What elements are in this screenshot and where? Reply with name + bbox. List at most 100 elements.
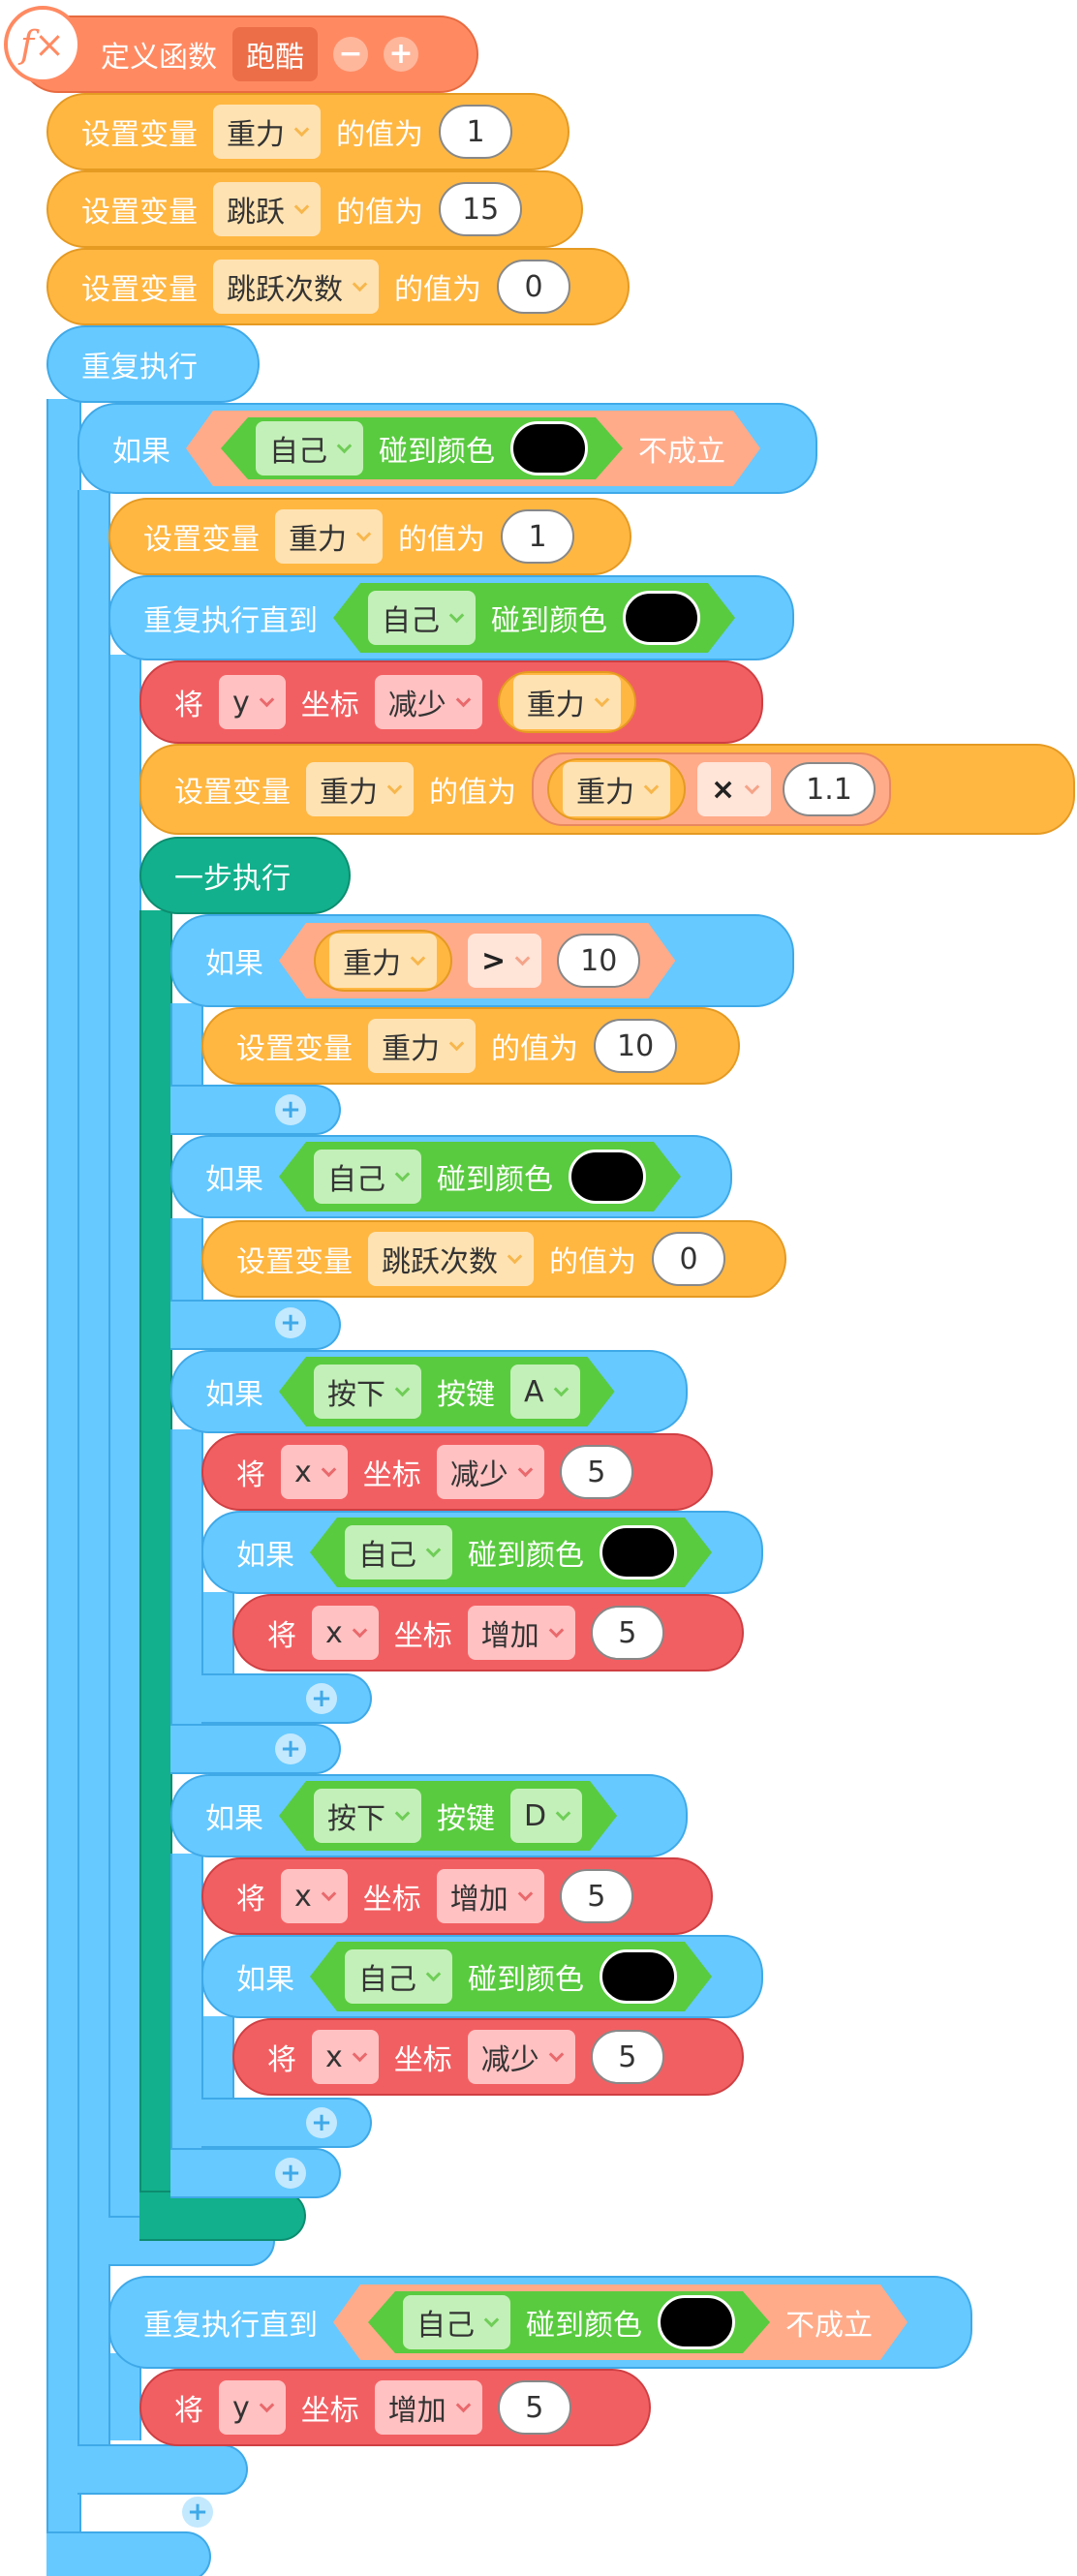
- variable-dropdown[interactable]: 重力: [213, 105, 321, 159]
- touch-color-condition[interactable]: 自己 碰到颜色: [279, 1142, 681, 1211]
- value-input[interactable]: 15: [439, 182, 523, 236]
- not-operator[interactable]: 自己 碰到颜色 不成立: [186, 411, 760, 486]
- variable-reporter[interactable]: 重力: [314, 930, 452, 992]
- set-variable-block[interactable]: 设置变量 跳跃 的值为 15: [46, 170, 583, 248]
- add-block-icon[interactable]: +: [275, 1307, 306, 1338]
- greater-than-operator[interactable]: 重力 > 10: [279, 923, 675, 998]
- atomic-block[interactable]: 一步执行: [139, 837, 351, 914]
- set-variable-block[interactable]: 设置变量 重力 的值为 重力 × 1.1: [139, 744, 1075, 835]
- axis-dropdown[interactable]: x: [281, 1869, 348, 1923]
- set-variable-block[interactable]: 设置变量 重力 的值为 1: [108, 498, 631, 575]
- value-input[interactable]: 1: [501, 509, 574, 564]
- if-block[interactable]: 如果 自己 碰到颜色 不成立: [77, 403, 817, 494]
- sprite-dropdown[interactable]: 自己: [256, 421, 363, 475]
- key-dropdown[interactable]: A: [510, 1365, 580, 1419]
- touch-color-condition[interactable]: 自己 碰到颜色: [310, 1518, 712, 1587]
- add-block-icon[interactable]: +: [275, 1733, 306, 1764]
- change-coordinate-block[interactable]: 将 x 坐标 减少 5: [201, 1433, 713, 1511]
- not-operator[interactable]: 自己 碰到颜色 不成立: [333, 2285, 908, 2360]
- minus-icon[interactable]: −: [333, 37, 368, 72]
- set-variable-block[interactable]: 设置变量 跳跃次数 的值为 0: [46, 248, 630, 325]
- change-coordinate-block[interactable]: 将 y 坐标 减少 重力: [139, 660, 763, 744]
- press-dropdown[interactable]: 按下: [314, 1789, 421, 1843]
- value-input[interactable]: 5: [559, 1869, 633, 1923]
- set-variable-block[interactable]: 设置变量 跳跃次数 的值为 0: [201, 1220, 786, 1298]
- axis-dropdown[interactable]: y: [219, 675, 286, 729]
- value-input[interactable]: 10: [594, 1019, 678, 1073]
- axis-dropdown[interactable]: x: [312, 1606, 379, 1660]
- function-name[interactable]: 跑酷: [232, 27, 318, 81]
- forever-block[interactable]: 重复执行: [46, 325, 260, 403]
- if-block[interactable]: 如果 按下 按键 A: [170, 1350, 688, 1433]
- color-swatch[interactable]: [510, 421, 588, 475]
- change-direction-dropdown[interactable]: 减少: [436, 1445, 544, 1499]
- variable-dropdown[interactable]: 跳跃次数: [368, 1232, 534, 1286]
- variable-dropdown[interactable]: 跳跃次数: [213, 260, 379, 314]
- axis-dropdown[interactable]: x: [281, 1445, 348, 1499]
- color-swatch[interactable]: [600, 1949, 677, 2004]
- touch-color-condition[interactable]: 自己 碰到颜色: [221, 417, 623, 479]
- if-block[interactable]: 如果 自己 碰到颜色: [201, 1935, 763, 2018]
- add-block-icon[interactable]: +: [306, 1683, 337, 1714]
- define-function-block[interactable]: 定义函数 跑酷 − +: [19, 15, 478, 93]
- value-input[interactable]: 5: [590, 2030, 664, 2084]
- variable-dropdown[interactable]: 重力: [329, 934, 437, 988]
- set-variable-block[interactable]: 设置变量 重力 的值为 10: [201, 1007, 740, 1085]
- add-block-icon[interactable]: +: [275, 2158, 306, 2189]
- if-block[interactable]: 如果 按下 按键 D: [170, 1774, 688, 1857]
- sprite-dropdown[interactable]: 自己: [345, 1525, 452, 1579]
- color-swatch[interactable]: [658, 2295, 735, 2349]
- variable-dropdown[interactable]: 重力: [563, 762, 670, 816]
- sprite-dropdown[interactable]: 自己: [314, 1150, 421, 1204]
- operator-dropdown[interactable]: ×: [697, 762, 772, 816]
- change-direction-dropdown[interactable]: 增加: [467, 1606, 575, 1660]
- key-pressed-condition[interactable]: 按下 按键 A: [279, 1357, 615, 1426]
- color-swatch[interactable]: [569, 1150, 646, 1204]
- change-coordinate-block[interactable]: 将 x 坐标 减少 5: [232, 2018, 744, 2096]
- variable-reporter[interactable]: 重力: [497, 671, 636, 733]
- add-block-icon[interactable]: +: [182, 2497, 213, 2528]
- sprite-dropdown[interactable]: 自己: [345, 1949, 452, 2004]
- touch-color-condition[interactable]: 自己 碰到颜色: [310, 1942, 712, 2011]
- add-block-icon[interactable]: +: [275, 1094, 306, 1125]
- key-pressed-condition[interactable]: 按下 按键 D: [279, 1781, 617, 1851]
- variable-dropdown[interactable]: 重力: [275, 509, 383, 564]
- variable-dropdown[interactable]: 重力: [306, 762, 414, 816]
- axis-dropdown[interactable]: x: [312, 2030, 379, 2084]
- if-block[interactable]: 如果 自己 碰到颜色: [201, 1511, 763, 1594]
- value-input[interactable]: 1: [439, 105, 512, 159]
- variable-dropdown[interactable]: 跳跃: [213, 182, 321, 236]
- if-block[interactable]: 如果 自己 碰到颜色: [170, 1135, 732, 1218]
- press-dropdown[interactable]: 按下: [314, 1365, 421, 1419]
- value-input[interactable]: 10: [557, 934, 640, 988]
- variable-reporter[interactable]: 重力: [547, 758, 686, 820]
- set-variable-block[interactable]: 设置变量 重力 的值为 1: [46, 93, 569, 170]
- change-direction-dropdown[interactable]: 减少: [374, 675, 482, 729]
- operator-dropdown[interactable]: >: [468, 934, 541, 988]
- key-dropdown[interactable]: D: [510, 1789, 582, 1843]
- if-block[interactable]: 如果 重力 > 10: [170, 914, 794, 1007]
- touch-color-condition[interactable]: 自己 碰到颜色: [333, 583, 735, 653]
- sprite-dropdown[interactable]: 自己: [403, 2295, 510, 2349]
- value-input[interactable]: 5: [559, 1445, 633, 1499]
- value-input[interactable]: 0: [652, 1232, 725, 1286]
- change-coordinate-block[interactable]: 将 y 坐标 增加 5: [139, 2369, 651, 2446]
- touch-color-condition[interactable]: 自己 碰到颜色: [368, 2291, 770, 2353]
- change-direction-dropdown[interactable]: 增加: [436, 1869, 544, 1923]
- multiply-operator[interactable]: 重力 × 1.1: [532, 752, 891, 826]
- variable-dropdown[interactable]: 重力: [512, 675, 621, 729]
- value-input[interactable]: 5: [590, 1606, 664, 1660]
- value-input[interactable]: 1.1: [783, 762, 876, 816]
- add-block-icon[interactable]: +: [306, 2107, 337, 2138]
- change-coordinate-block[interactable]: 将 x 坐标 增加 5: [201, 1857, 713, 1935]
- repeat-until-block[interactable]: 重复执行直到 自己 碰到颜色 不成立: [108, 2276, 972, 2369]
- value-input[interactable]: 0: [497, 260, 570, 314]
- value-input[interactable]: 5: [497, 2380, 571, 2435]
- variable-dropdown[interactable]: 重力: [368, 1019, 476, 1073]
- color-swatch[interactable]: [623, 591, 700, 645]
- change-coordinate-block[interactable]: 将 x 坐标 增加 5: [232, 1594, 744, 1671]
- change-direction-dropdown[interactable]: 增加: [374, 2380, 482, 2435]
- color-swatch[interactable]: [600, 1525, 677, 1579]
- axis-dropdown[interactable]: y: [219, 2380, 286, 2435]
- repeat-until-block[interactable]: 重复执行直到 自己 碰到颜色: [108, 575, 794, 660]
